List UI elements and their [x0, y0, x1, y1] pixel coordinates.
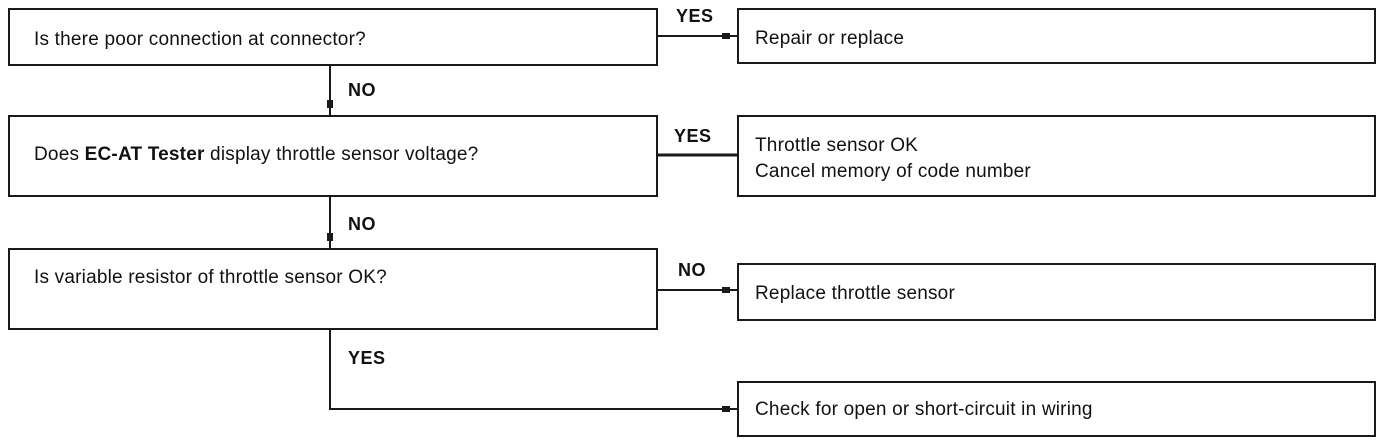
question-text-tester-bold: EC-AT Tester	[84, 144, 205, 165]
label-q2-no: NO	[348, 214, 376, 234]
label-q1-yes: YES	[676, 6, 714, 26]
question-box-tester: Does EC-AT Tester display throttle senso…	[8, 115, 658, 197]
label-q2-yes: YES	[674, 126, 712, 146]
question-text-connector: Is there poor connection at connector?	[34, 29, 366, 50]
result-box-sensor-ok: Throttle sensor OK Cancel memory of code…	[737, 115, 1376, 197]
question-text-tester-prefix: Does	[34, 144, 85, 165]
question-text-tester-suffix: display throttle sensor voltage?	[204, 144, 479, 165]
question-box-connector: Is there poor connection at connector?	[8, 8, 658, 66]
result-text-replace-sensor: Replace throttle sensor	[755, 283, 955, 304]
result-box-repair: Repair or replace	[737, 8, 1376, 64]
question-text-resistor: Is variable resistor of throttle sensor …	[34, 267, 387, 288]
result-text-repair: Repair or replace	[755, 28, 905, 49]
result-text-check-wiring: Check for open or short-circuit in wirin…	[755, 399, 1093, 420]
label-q1-no: NO	[348, 80, 376, 100]
result-box-check-wiring: Check for open or short-circuit in wirin…	[737, 381, 1376, 437]
q2-no-arrowhead	[327, 233, 333, 241]
q3-no-arrowhead	[722, 287, 730, 293]
q1-yes-arrowhead	[722, 33, 730, 39]
question-text-tester: Does EC-AT Tester display throttle senso…	[34, 143, 478, 167]
label-q3-yes: YES	[348, 348, 386, 368]
result-text-sensor-ok: Throttle sensor OK	[755, 135, 919, 156]
label-q3-no: NO	[678, 260, 706, 280]
question-box-resistor: Is variable resistor of throttle sensor …	[8, 248, 658, 330]
q3-yes-arrowhead	[722, 406, 730, 412]
result-box-replace-sensor: Replace throttle sensor	[737, 263, 1376, 321]
q1-no-arrowhead	[327, 100, 333, 108]
result-text-cancel-memory: Cancel memory of code number	[755, 161, 1031, 182]
